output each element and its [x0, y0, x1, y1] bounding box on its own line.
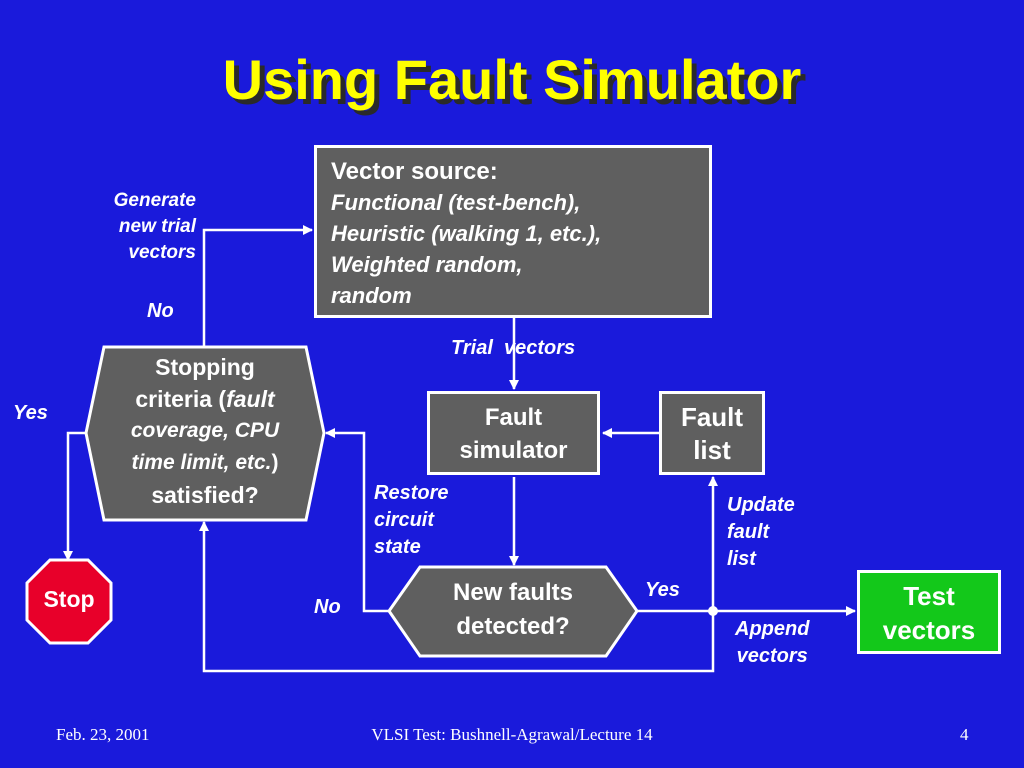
stopping-criteria-text: Stopping criteria (fault coverage, CPU t… [90, 351, 320, 511]
label-restore-circuit-state: Restore circuit state [374, 480, 448, 561]
page-title: Using Fault Simulator [222, 48, 802, 111]
arrow-loop-to-stopping [199, 521, 715, 673]
test-vectors-line-2: vectors [882, 615, 976, 645]
footer-date: Feb. 23, 2001 [56, 725, 150, 744]
label-restore-line-2: circuit [374, 509, 435, 531]
fault-simulator-line-2: simulator [459, 437, 568, 464]
stopping-criteria-word: criteria ( [135, 386, 227, 412]
stopping-line-4: time limit, etc.) [90, 447, 320, 479]
new-faults-text: New faults detected? [400, 576, 626, 644]
arrow-yes-to-stop [63, 431, 86, 561]
fault-simulator-line-1: Fault [484, 404, 543, 431]
vector-source-line-2: Heuristic (walking 1, etc.), [331, 221, 602, 246]
stopping-line-3: coverage, CPU [130, 419, 280, 442]
stopping-line-5: satisfied? [151, 482, 259, 508]
vector-source-line-4: random [331, 283, 412, 308]
label-trial-vectors: Trial vectors [451, 337, 576, 359]
junction-dot [708, 606, 718, 616]
arrow-no-restore-state [325, 428, 388, 613]
footer-page-number: 4 [960, 725, 969, 744]
stop-label: Stop [43, 586, 95, 612]
arrow-no-to-vector-source [202, 225, 313, 347]
fault-simulator-box: Fault simulator [427, 391, 600, 475]
label-yes-left: Yes [13, 402, 48, 424]
label-no-top: No [147, 300, 174, 322]
stopping-time-limit: time limit, etc. [131, 451, 272, 474]
label-update-line-3: list [727, 548, 756, 570]
label-no-bottom: No [314, 596, 341, 618]
label-generate-new-trial-vectors: Generate new trial vectors [60, 188, 196, 266]
stopping-line-2: criteria (fault [90, 383, 320, 415]
vector-source-box: Vector source: Functional (test-bench), … [314, 145, 712, 318]
label-generate-line-3: vectors [128, 242, 196, 263]
fault-list-box: Fault list [659, 391, 765, 475]
label-generate-line-1: Generate [113, 190, 196, 211]
fault-list-line-1: Fault [680, 402, 744, 432]
stopping-close-paren: ) [271, 451, 279, 474]
test-vectors-box: Test vectors [857, 570, 1001, 654]
label-append-line-2: vectors [736, 645, 808, 667]
new-faults-line-1: New faults [452, 579, 574, 606]
vector-source-heading: Vector source: [331, 158, 498, 185]
label-yes-right: Yes [645, 579, 680, 601]
vector-source-line-3: Weighted random, [331, 252, 523, 277]
label-restore-line-3: state [374, 536, 421, 558]
vector-source-line-1: Functional (test-bench), [331, 190, 581, 215]
test-vectors-line-1: Test [903, 581, 955, 611]
footer-center: VLSI Test: Bushnell-Agrawal/Lecture 14 [371, 725, 653, 744]
label-generate-line-2: new trial [118, 216, 196, 237]
label-restore-line-1: Restore [374, 482, 449, 504]
new-faults-shape [387, 565, 639, 658]
label-append-vectors: Append vectors [735, 616, 809, 670]
label-update-fault-list: Update fault list [727, 492, 795, 573]
new-faults-line-2: detected? [456, 613, 570, 640]
label-update-line-2: fault [727, 521, 770, 543]
label-update-line-1: Update [727, 494, 795, 516]
fault-list-line-2: list [693, 435, 731, 465]
stopping-line-1: Stopping [155, 354, 255, 380]
stopping-fault-word: fault [226, 386, 275, 412]
label-append-line-1: Append [735, 618, 810, 640]
stop-octagon [25, 558, 113, 645]
stopping-criteria-shape [84, 345, 326, 522]
